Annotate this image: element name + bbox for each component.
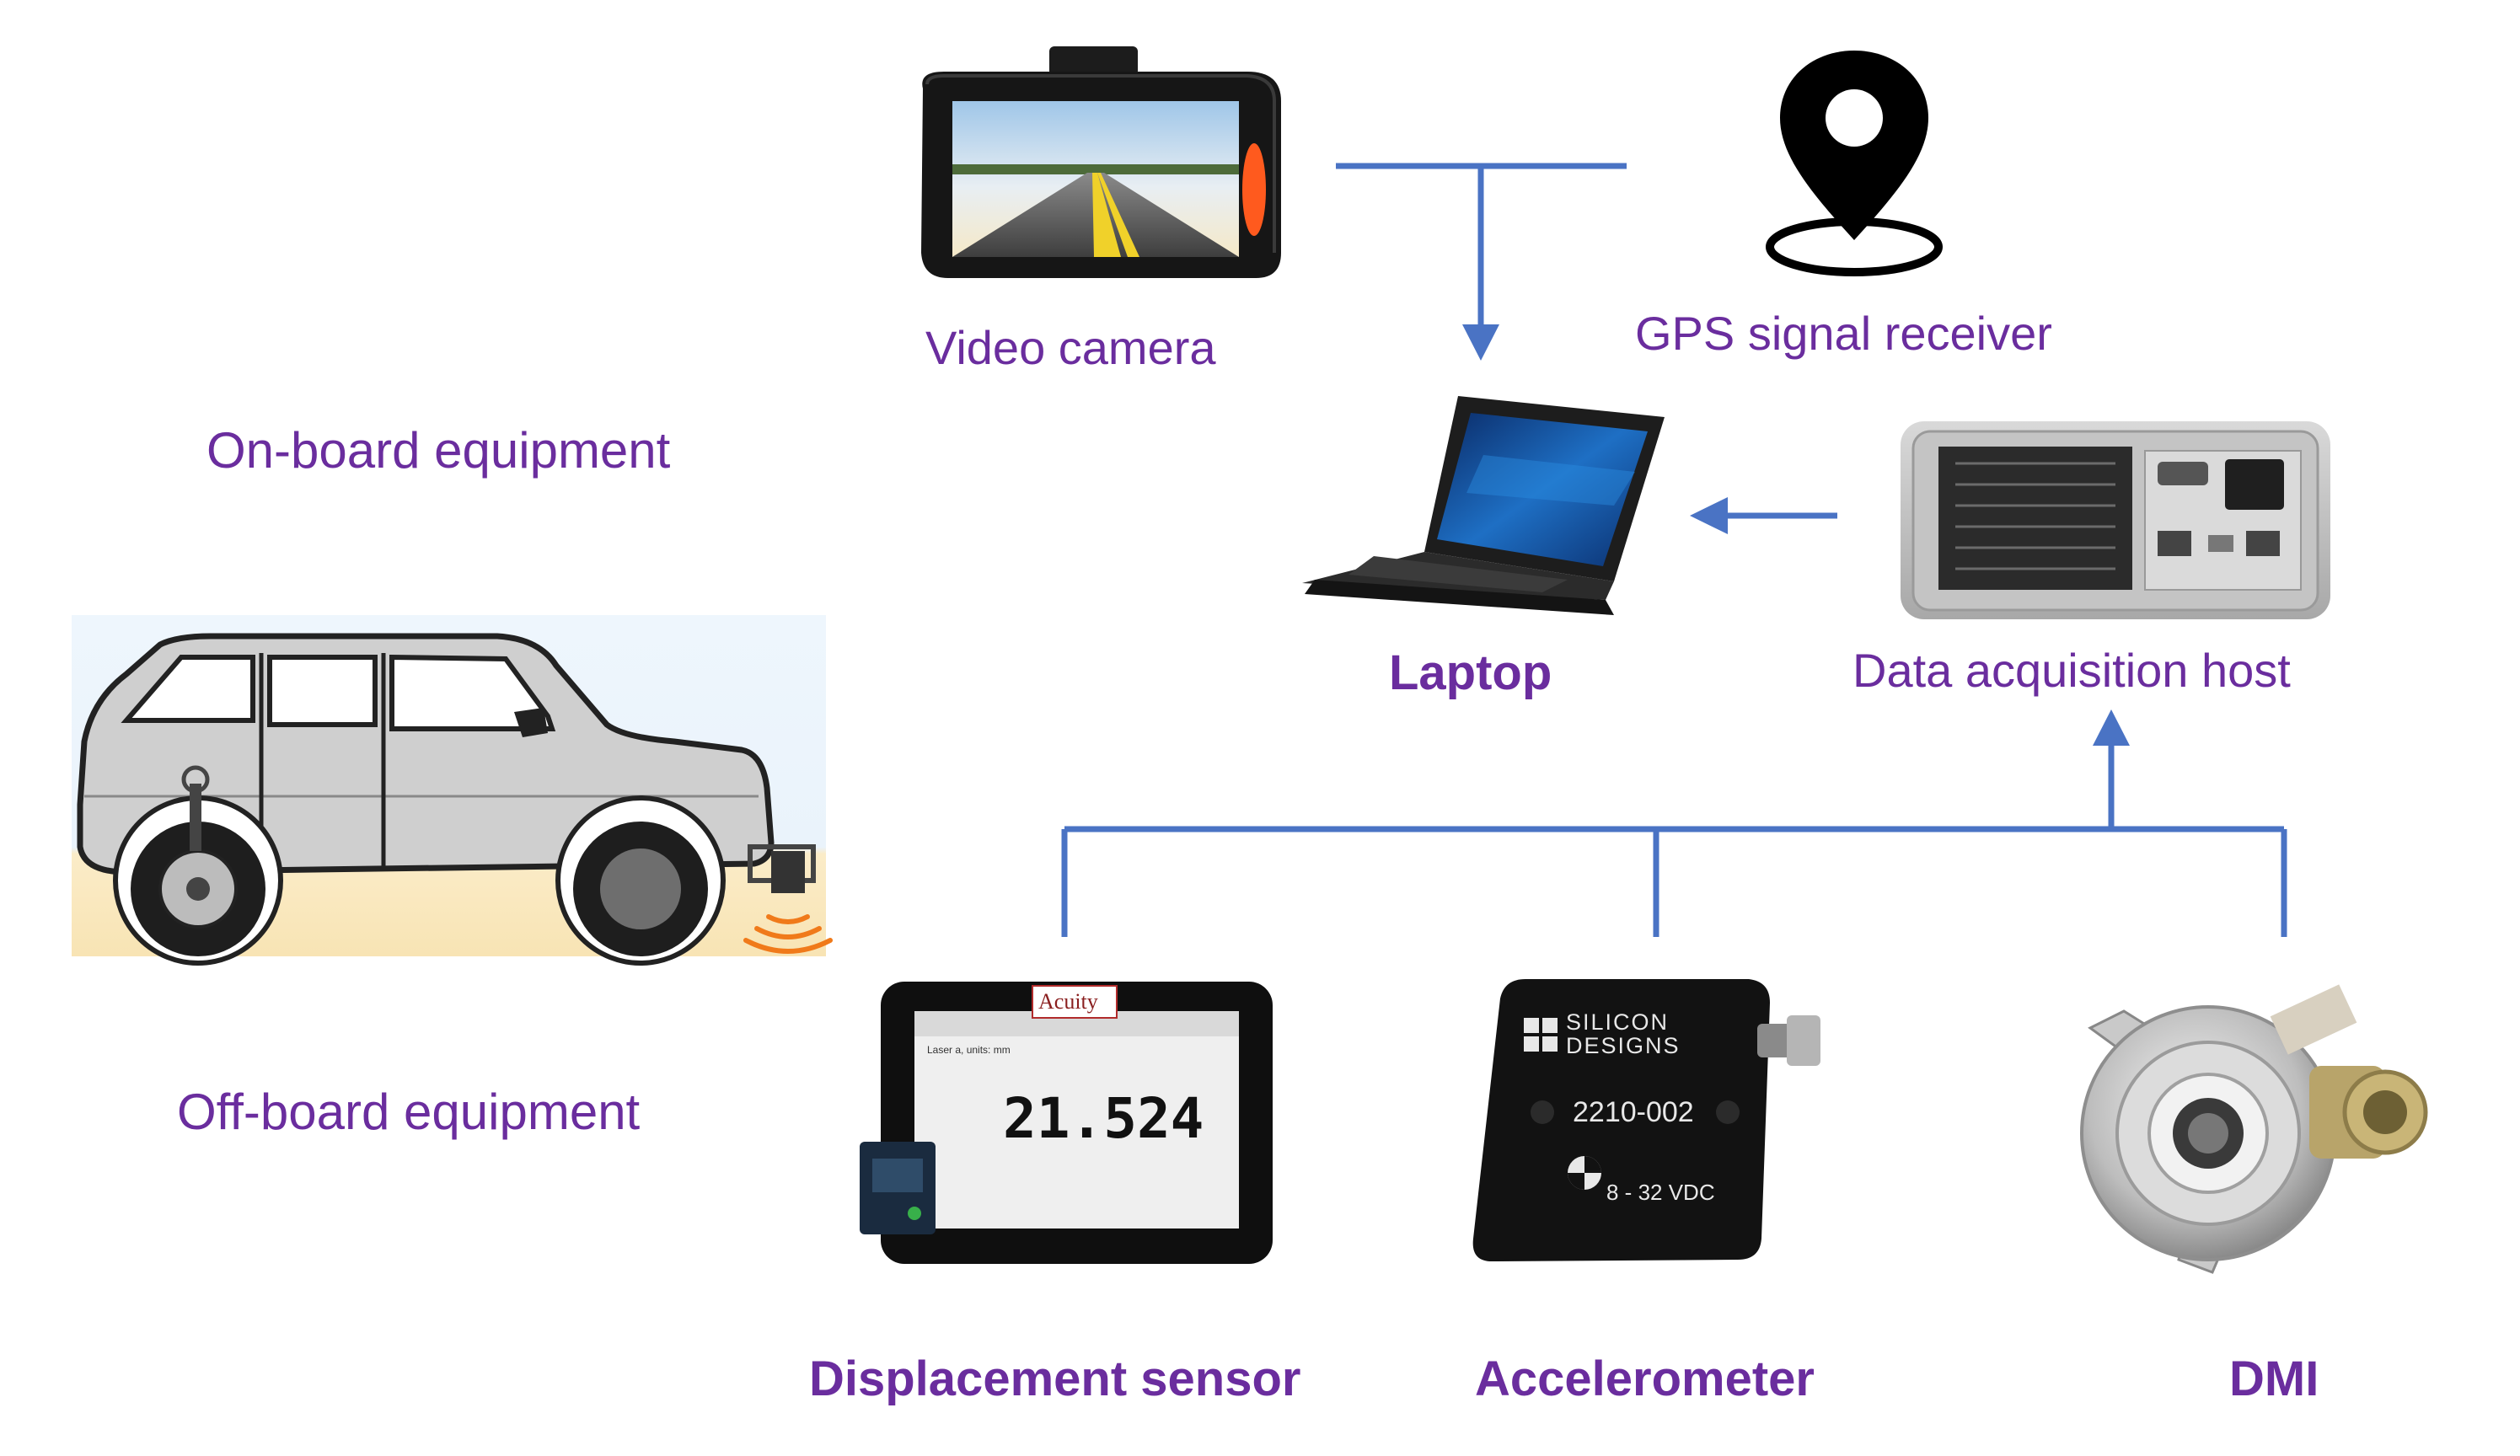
accel-brand-line2-text: DESIGNS	[1566, 1033, 1681, 1058]
gps-pin-icon	[1766, 51, 1943, 276]
accelerometer-icon	[1472, 979, 1820, 1261]
acuity-unit-text: Laser a, units: mm	[927, 1044, 1011, 1056]
gps-receiver-label: GPS signal receiver	[1635, 307, 2052, 360]
off-board-equipment-label: Off-board equipment	[177, 1084, 641, 1140]
laptop-label: Laptop	[1389, 645, 1552, 700]
dmi-encoder-icon	[2080, 984, 2428, 1274]
daq-host-icon	[1901, 421, 2330, 619]
arrow-down-to-laptop	[1462, 324, 1499, 361]
dmi-label: DMI	[2229, 1352, 2319, 1406]
accelerometer-label: Accelerometer	[1475, 1352, 1815, 1406]
on-board-equipment-label: On-board equipment	[206, 422, 671, 479]
acuity-brand-text: Acuity	[1038, 989, 1098, 1014]
arrow-left-to-laptop	[1690, 497, 1728, 534]
acuity-reading-text: 21.524	[1003, 1086, 1204, 1151]
displacement-sensor-icon	[860, 982, 1273, 1264]
center-of-mass-icon	[1568, 1156, 1601, 1190]
video-camera-icon	[921, 46, 1281, 278]
daq-host-label: Data acquisition host	[1852, 644, 2291, 697]
silicon-designs-logo-icon	[1524, 1018, 1558, 1052]
connector-camera-gps-laptop	[1336, 163, 1627, 333]
vehicle-illustration	[72, 615, 833, 966]
displacement-sensor-label: Displacement sensor	[809, 1352, 1301, 1406]
accel-voltage-text: 8 - 32 VDC	[1606, 1180, 1715, 1205]
arrow-up-to-daq	[2093, 709, 2130, 746]
video-camera-label: Video camera	[925, 321, 1216, 374]
laptop-icon	[1302, 396, 1665, 615]
connector-sensors-daq	[1061, 741, 2287, 937]
accel-model-text: 2210-002	[1573, 1096, 1694, 1128]
accel-brand-line1-text: SILICON	[1566, 1009, 1670, 1035]
